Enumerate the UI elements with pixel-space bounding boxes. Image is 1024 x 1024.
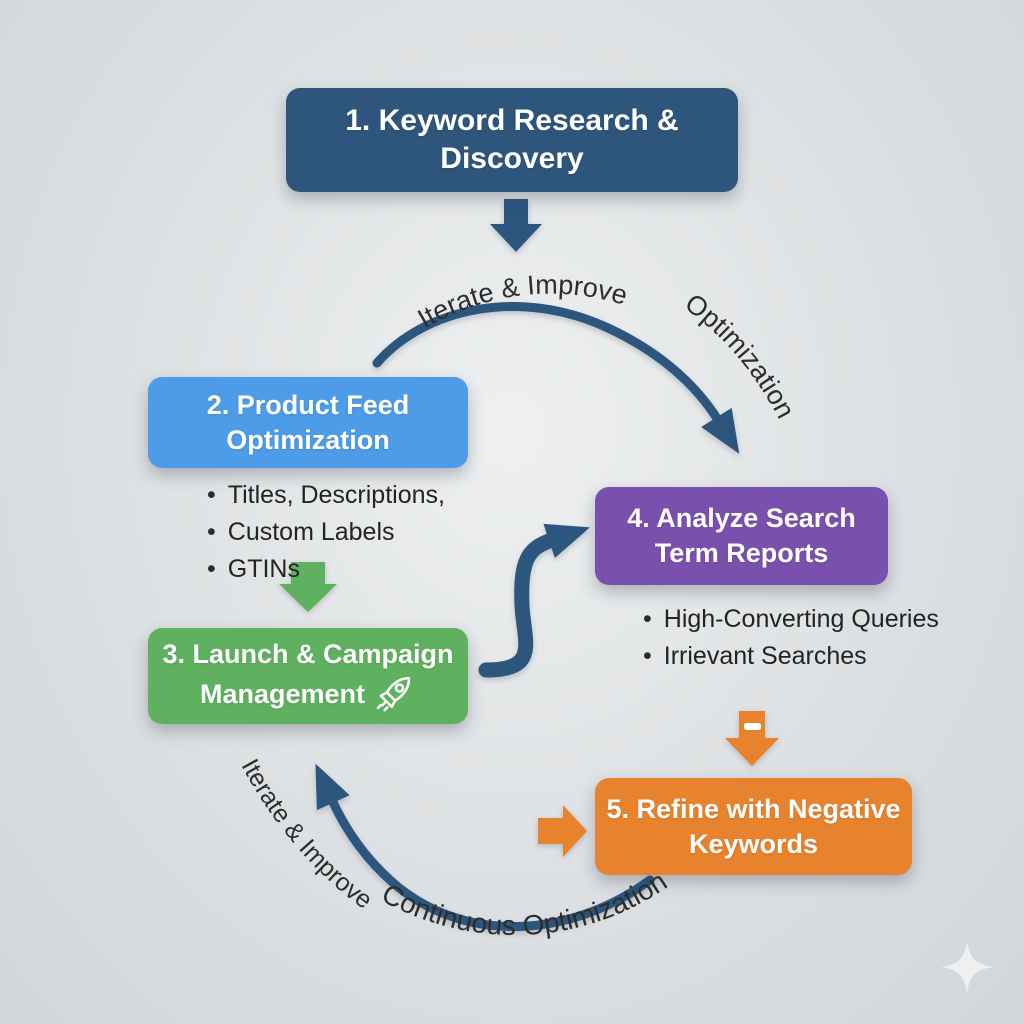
step5-box: 5. Refine with Negative Keywords [595,778,912,875]
bullet-item: Irrievant Searches [643,638,939,675]
step4-label: 4. Analyze Search Term Reports [627,503,856,568]
svg-text:Optimization: Optimization [680,288,801,423]
bullet-item: High-Converting Queries [643,601,939,638]
sparkle-icon [941,941,993,993]
step3-box: 3. Launch & Campaign Management [148,628,468,724]
svg-text:Continuous Optimization: Continuous Optimization [377,865,672,941]
down-arrow-minus-icon [725,711,779,766]
down-arrow-icon-step1 [490,199,542,252]
cycle-label-optimization: Optimization [680,288,801,423]
step2-label: 2. Product Feed Optimization [206,389,410,455]
step3-label: 3. Launch & Campaign Management [162,638,454,710]
step4-box: 4. Analyze Search Term Reports [595,487,888,585]
bullet-item: GTINs [207,551,445,588]
bullet-item: Custom Labels [207,514,445,551]
cycle-arrow-bottom [315,763,655,931]
step1-box: 1. Keyword Research & Discovery [286,88,738,192]
step5-label: 5. Refine with Negative Keywords [606,793,901,859]
step2-box: 2. Product Feed Optimization [148,377,468,468]
bullet-item: Titles, Descriptions, [207,477,445,514]
step4-bullet-list: High-Converting Queries Irrievant Search… [643,601,939,675]
cycle-arrow-top [372,302,740,454]
connector-arrow-step3-to-step4 [478,523,590,678]
cycle-label-continuous-optimization: Continuous Optimization [377,865,672,941]
minus-icon [744,723,761,730]
step2-bullet-list: Titles, Descriptions, Custom Labels GTIN… [207,477,445,588]
rocket-icon [376,677,411,712]
step1-label: 1. Keyword Research & Discovery [345,103,679,175]
right-arrow-icon-step5 [538,805,587,857]
